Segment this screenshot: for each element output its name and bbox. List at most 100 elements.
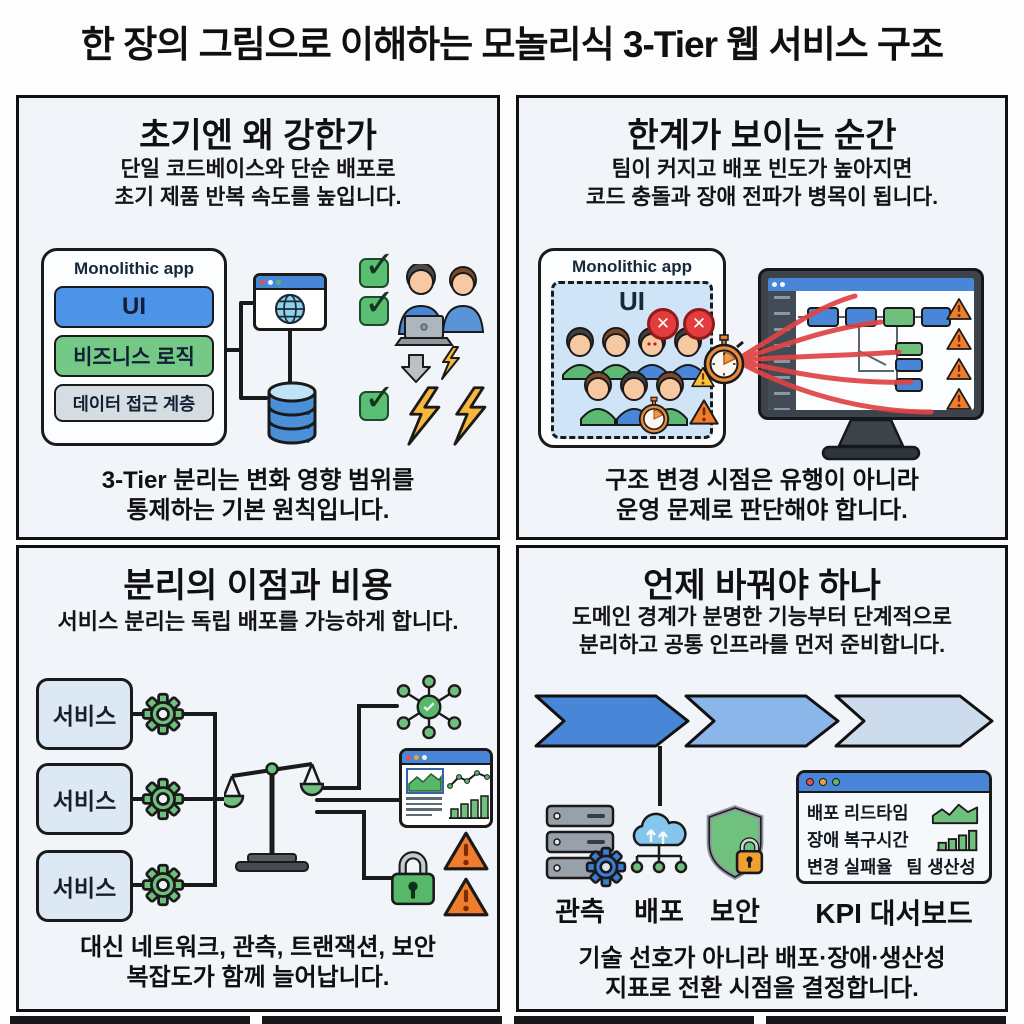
down-arrow-icon xyxy=(401,354,431,383)
monolithic-app-box: Monolithic app UI 비즈니스 로직 데이터 접근 계층 xyxy=(41,248,227,446)
x-glyph: ✕ xyxy=(655,314,671,333)
kpi-row-label: 변경 실패율 xyxy=(807,857,893,877)
window-dot-yellow xyxy=(819,778,827,786)
panel-early-title: 초기엔 왜 강한가 xyxy=(139,117,377,155)
layer-business-logic: 비즈니스 로직 xyxy=(54,335,214,377)
window-dot-red xyxy=(260,279,265,285)
panel-when-to-change: 언제 바꿔야 하나 도메인 경계가 분명한 기능부터 단계적으로 분리하고 공통… xyxy=(516,545,1008,1012)
database-icon xyxy=(267,381,317,445)
panel-when-title: 언제 바꿔야 하나 xyxy=(643,567,881,605)
deployment-label: 배포 xyxy=(634,897,684,927)
line-chart-thumb xyxy=(447,770,490,789)
warning-icon xyxy=(443,831,489,871)
bar-chart-thumb xyxy=(449,795,489,819)
warning-icon xyxy=(946,388,972,410)
warning-icon xyxy=(691,366,715,388)
gear-icon xyxy=(141,863,185,907)
panel-limits-footer: 구조 변경 시점은 유행이 아니라 운영 문제로 판단해야 합니다. xyxy=(605,467,919,524)
screen-sidebar xyxy=(768,291,796,410)
kpi-row-label: 배포 리드타임 xyxy=(807,803,909,823)
gear-icon xyxy=(141,692,185,736)
panel-when-subtitle: 도메인 경계가 분명한 기능부터 단계적으로 분리하고 공통 인프라를 먼저 준… xyxy=(572,605,952,657)
lightning-icon xyxy=(453,386,487,446)
connector-lines xyxy=(225,301,292,400)
check-icon: ✓ xyxy=(359,379,395,421)
browser-window-icon xyxy=(253,273,327,331)
lightning-icon xyxy=(407,386,441,446)
check-glyph: ✓ xyxy=(364,377,396,418)
kpi-dashboard-caption: KPI 대서보드 xyxy=(815,898,973,929)
window-dot-red xyxy=(806,778,814,786)
service-label: 서비스 xyxy=(52,703,117,729)
ui-boundary-label: UI xyxy=(619,286,645,316)
panel-early-strength: 초기엔 왜 강한가 단일 코드베이스와 단순 배포로 초기 제품 반복 속도를 … xyxy=(16,95,500,540)
monitor-screen xyxy=(768,278,974,410)
browser-titlebar xyxy=(256,276,324,290)
window-dot-yellow xyxy=(414,754,419,760)
area-chart-thumb xyxy=(406,768,444,794)
kpi-dashboard-window: 배포 리드타임 장애 복구시간 변경 실패율 xyxy=(796,770,992,884)
dashboard-titlebar xyxy=(402,751,490,765)
monolithic-app-label: Monolithic app xyxy=(572,257,692,276)
gear-icon xyxy=(141,777,185,821)
error-x-icon: ✕ xyxy=(647,308,679,340)
page-title: 한 장의 그림으로 이해하는 모놀리식 3-Tier 웹 서비스 구조 xyxy=(80,24,944,65)
window-dot xyxy=(772,282,777,287)
gear-icon xyxy=(585,846,627,888)
panel-costs-title: 분리의 이점과 비용 xyxy=(123,567,393,605)
service-box: 서비스 xyxy=(36,678,133,750)
pipeline-canvas xyxy=(796,291,974,410)
phase-chevrons xyxy=(534,694,994,748)
kpi-titlebar xyxy=(799,773,989,793)
panel-benefits-costs: 분리의 이점과 비용 서비스 분리는 독립 배포를 가능하게 합니다. 서비스 … xyxy=(16,545,500,1012)
warning-icon xyxy=(443,877,489,917)
stopwatch-icon xyxy=(703,334,745,385)
check-icon: ✓ xyxy=(359,284,395,326)
check-icon: ✓ xyxy=(359,246,395,288)
bar-chart-icon xyxy=(936,829,978,851)
layer-ui: UI xyxy=(54,286,214,328)
panel-limits-subtitle: 팀이 커지고 배포 빈도가 높아지면 코드 충돌과 장애 전파가 병목이 됩니다… xyxy=(585,157,939,209)
globe-icon xyxy=(274,293,306,325)
chevron-connector-line xyxy=(658,746,662,806)
x-glyph: ✕ xyxy=(691,314,707,333)
padlock-icon xyxy=(391,851,435,906)
panel-costs-subtitle: 서비스 분리는 독립 배포를 가능하게 합니다. xyxy=(57,609,459,634)
warning-icon xyxy=(689,399,719,425)
stopwatch-icon xyxy=(638,396,670,435)
service-label: 서비스 xyxy=(52,875,117,901)
warning-icon xyxy=(946,298,972,320)
text-line xyxy=(406,797,442,800)
warning-icon xyxy=(946,328,972,350)
server-stack-icon xyxy=(545,804,615,880)
error-x-icon: ✕ xyxy=(683,308,715,340)
window-dot-white xyxy=(268,279,273,285)
warning-icon xyxy=(946,358,972,380)
security-label: 보안 xyxy=(710,897,760,927)
window-dot-green xyxy=(832,778,840,786)
ui-boundary-box: UI xyxy=(551,281,713,439)
window-dot-red xyxy=(406,754,411,760)
window-dot-white xyxy=(422,754,427,760)
deploy-cloud-icon xyxy=(630,812,688,874)
service-label: 서비스 xyxy=(52,788,117,814)
text-line xyxy=(406,802,442,805)
balance-scale-icon xyxy=(224,762,324,872)
panel-early-subtitle: 단일 코드베이스와 단순 배포로 초기 제품 반복 속도를 높입니다. xyxy=(114,157,402,209)
panel-limits: 한계가 보이는 순간 팀이 커지고 배포 빈도가 높아지면 코드 충돌과 장애 … xyxy=(516,95,1008,540)
network-hub-icon xyxy=(396,674,462,740)
screen-titlebar xyxy=(768,278,974,291)
kpi-row-label: 팀 생산성 xyxy=(906,857,976,877)
crowd-icon xyxy=(562,327,706,426)
check-glyph: ✓ xyxy=(364,244,396,285)
security-shield-icon xyxy=(706,805,764,880)
developers-icon xyxy=(394,264,485,346)
window-dot xyxy=(780,282,785,287)
service-box: 서비스 xyxy=(36,763,133,835)
cropped-bottom-strip xyxy=(10,1016,1014,1024)
layer-data-access: 데이터 접근 계층 xyxy=(54,384,214,422)
connector-lines xyxy=(131,704,401,887)
check-glyph: ✓ xyxy=(364,282,396,323)
service-box: 서비스 xyxy=(36,850,133,922)
